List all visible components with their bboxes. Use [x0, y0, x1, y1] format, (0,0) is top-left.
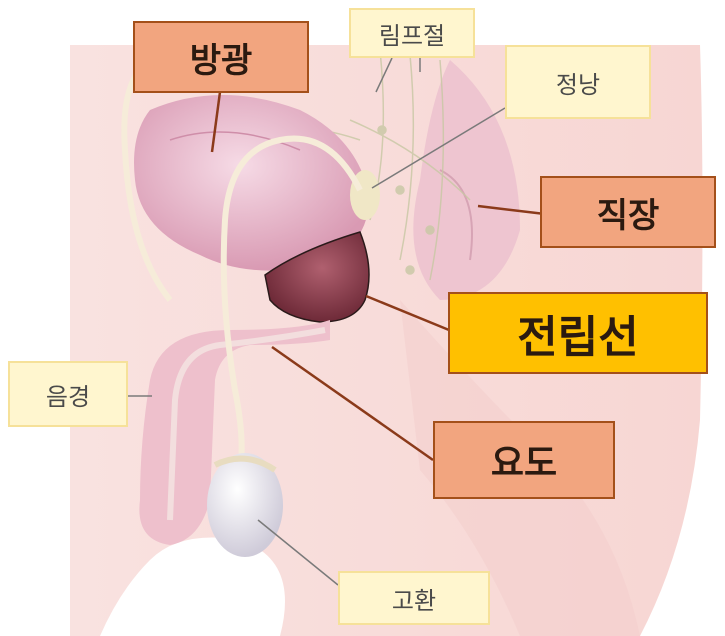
label-testis: 고환 — [338, 571, 490, 625]
label-bladder: 방광 — [133, 21, 309, 93]
minor-leader-lines — [128, 57, 506, 586]
label-seminal-vesicle: 정낭 — [505, 45, 651, 119]
penis-shape — [139, 320, 330, 545]
label-penis: 음경 — [8, 361, 128, 427]
rectum-shape — [413, 60, 520, 300]
testis-shape — [207, 453, 283, 557]
label-urethra: 요도 — [433, 421, 615, 499]
label-rectum: 직장 — [540, 176, 716, 248]
label-prostate: 전립선 — [448, 292, 708, 374]
leader-lines — [210, 91, 546, 462]
label-lymph-node: 림프절 — [349, 8, 475, 58]
